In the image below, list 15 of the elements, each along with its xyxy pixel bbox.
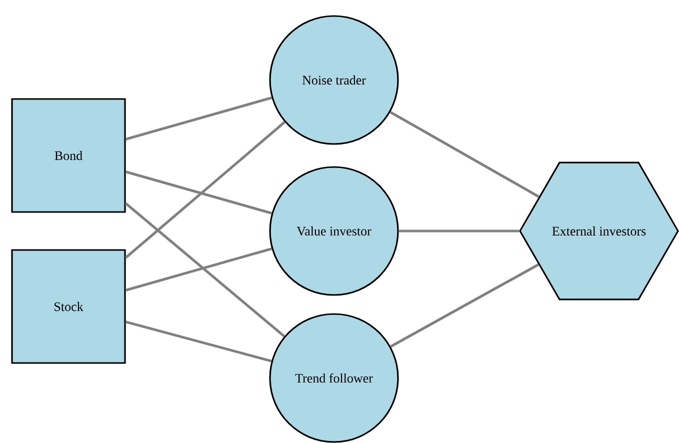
square-node: Bond [11, 98, 126, 213]
connector-line [390, 263, 540, 348]
connector-line [125, 96, 272, 140]
circle-node: Noise trader [269, 15, 399, 145]
connector-line [125, 170, 272, 215]
circle-node: Trend follower [269, 313, 399, 443]
connector-line [124, 202, 286, 338]
connector-line [125, 247, 272, 292]
hexagon-node: External investors [519, 162, 679, 300]
connector-line [124, 121, 286, 259]
connector-line [398, 230, 520, 232]
square-node: Stock [11, 249, 126, 364]
circle-node: Value investor [269, 166, 399, 296]
connector-line [125, 320, 272, 362]
connector-line [390, 110, 540, 198]
